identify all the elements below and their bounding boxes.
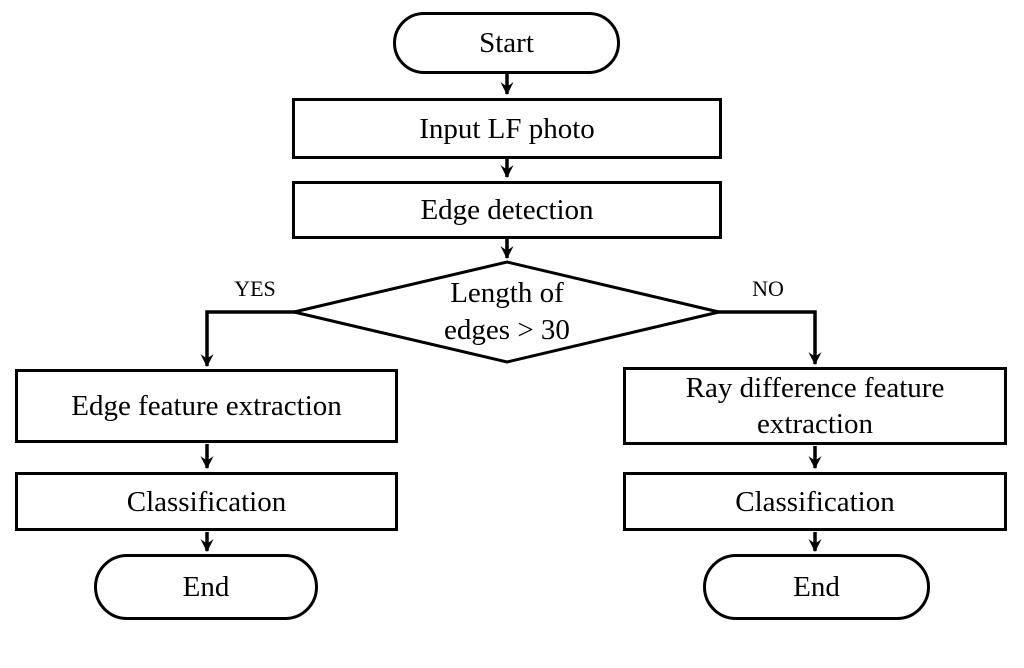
- node-edge-detection: Edge detection: [292, 181, 722, 239]
- node-ray-difference-feature-extraction-label: Ray difference feature extraction: [685, 372, 945, 440]
- node-edge-feature-extraction-label: Edge feature extraction: [71, 390, 342, 422]
- node-edge-detection-label: Edge detection: [420, 194, 594, 226]
- arrow-decision-yes-to-edge-feature: [200, 310, 296, 368]
- decision-label-line2: edges > 30: [444, 314, 570, 346]
- node-decision-label: Length of edges > 30: [397, 274, 617, 350]
- node-classification-right-label: Classification: [735, 485, 895, 518]
- node-end-left-label: End: [182, 571, 230, 603]
- node-classification-right: Classification: [623, 472, 1007, 531]
- node-end-left: End: [94, 554, 318, 620]
- decision-label-line1: Length of: [450, 277, 564, 309]
- node-ray-difference-feature-extraction: Ray difference feature extraction: [623, 367, 1007, 445]
- node-classification-left: Classification: [15, 472, 398, 531]
- node-classification-left-label: Classification: [126, 485, 287, 518]
- arrow-decision-no-to-ray-feature: [717, 310, 822, 366]
- node-end-right: End: [703, 554, 930, 620]
- node-input-lf-photo: Input LF photo: [292, 98, 722, 159]
- node-edge-feature-extraction: Edge feature extraction: [15, 369, 398, 443]
- node-input-lf-photo-label: Input LF photo: [419, 112, 595, 145]
- node-end-right-label: End: [793, 571, 840, 603]
- branch-label-no: NO: [752, 276, 784, 301]
- node-start: Start: [393, 12, 620, 74]
- decision-diamond-shape: [293, 260, 720, 364]
- node-start-label: Start: [479, 27, 534, 59]
- branch-label-yes: YES: [234, 276, 276, 301]
